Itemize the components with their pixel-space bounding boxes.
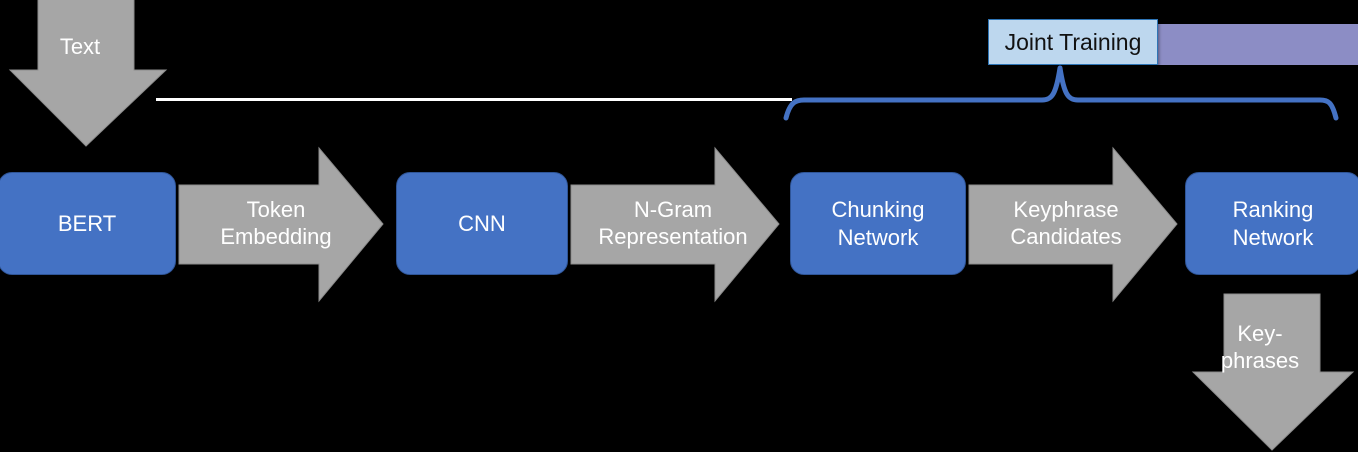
node-bert-label: BERT [57, 210, 117, 236]
joint-training-box[interactable]: Joint Training [988, 19, 1158, 65]
arrow-input-text [8, 0, 168, 147]
node-ranking-network[interactable]: Ranking Network [1185, 172, 1358, 275]
node-chunking-network-label: Chunking Network [831, 197, 925, 250]
joint-training-label: Joint Training [1004, 28, 1142, 55]
node-ranking-network-label: Ranking Network [1232, 197, 1314, 250]
node-chunking-network[interactable]: Chunking Network [790, 172, 966, 275]
node-cnn[interactable]: CNN [396, 172, 568, 275]
arrow-keyphrase-candidates [968, 146, 1178, 303]
node-bert[interactable]: BERT [0, 172, 176, 275]
arrow-output-keyphrases [1191, 293, 1355, 451]
arrow-ngram-representation [570, 146, 780, 303]
node-cnn-label: CNN [458, 210, 506, 236]
purple-highlight-bar [1158, 24, 1358, 65]
top-white-rule [156, 98, 792, 101]
joint-training-brace [783, 65, 1339, 121]
arrow-token-embedding [178, 146, 384, 303]
